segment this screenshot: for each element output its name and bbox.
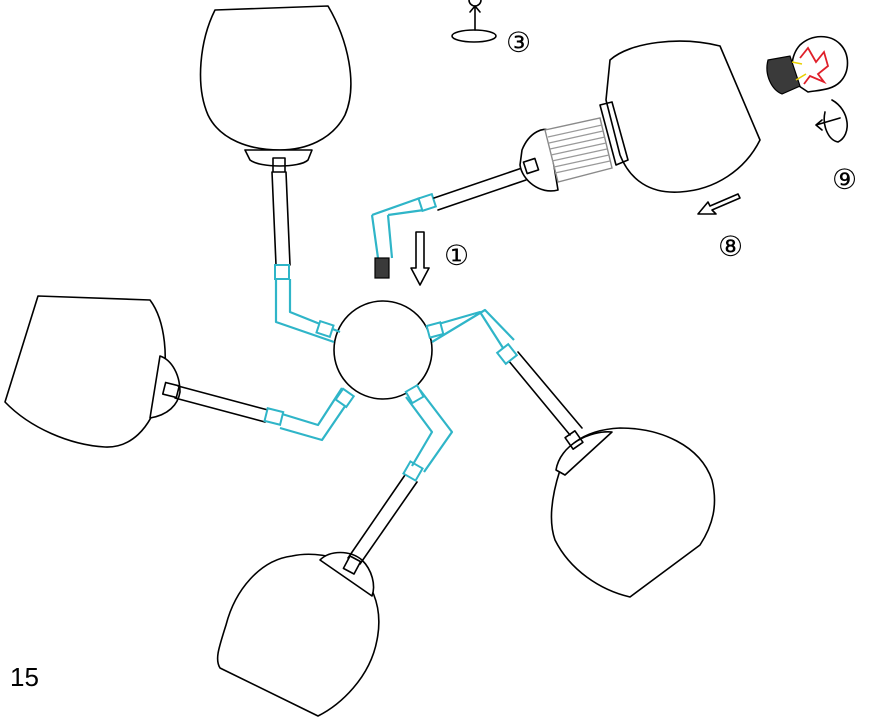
- threaded-nipple: [374, 257, 390, 279]
- glass-shade-right: [550, 427, 716, 598]
- down-arrow-step1-icon: [410, 231, 430, 286]
- bulb-filament-support: [791, 61, 807, 81]
- arm-bottom: [405, 389, 454, 473]
- arm-right: [427, 308, 515, 349]
- lamp-bottom: [216, 383, 454, 717]
- lamp-top-left: [199, 5, 352, 344]
- connector-top-left: [274, 264, 290, 280]
- socket-ribs: [547, 124, 611, 174]
- rod-top-left: [271, 171, 291, 266]
- shade-collar: [599, 101, 629, 166]
- arm-clip-bottom: [404, 383, 425, 405]
- lamp-top-right-assembly: [370, 35, 849, 279]
- step-8-label: ⑧: [718, 230, 743, 263]
- light-bulb-base: [766, 55, 801, 95]
- insert-arrow-shade-icon: [697, 193, 741, 215]
- arm-clip-top-left: [315, 319, 335, 339]
- step-9-label: ⑨: [832, 163, 857, 196]
- connector-left: [263, 407, 285, 426]
- holder-nut-top-left: [272, 157, 286, 173]
- step-1-label: ①: [444, 239, 469, 272]
- glass-shade-top-left: [199, 5, 352, 151]
- detached-arm: [370, 196, 425, 259]
- rotate-step3-icon: [451, 0, 497, 43]
- rod-left: [174, 385, 269, 423]
- page-number: 15: [10, 662, 39, 692]
- holder-nut-bottom: [342, 555, 362, 575]
- arm-left: [279, 387, 353, 442]
- arm-clip-left: [334, 387, 356, 409]
- connector-right: [495, 342, 519, 366]
- rod-bottom: [347, 474, 418, 565]
- holder-nut-left: [161, 381, 181, 399]
- rod-top-right: [433, 167, 527, 211]
- step-3-label: ③: [506, 26, 531, 59]
- detached-arm-connector: [417, 192, 438, 213]
- arm-clip-right: [425, 321, 445, 339]
- central-hub: [333, 300, 433, 400]
- glass-shade-left: [4, 295, 166, 448]
- holder-nut-top-right: [522, 157, 540, 175]
- connector-bottom: [402, 460, 424, 482]
- lamp-left: [4, 295, 356, 448]
- rod-right: [507, 351, 583, 436]
- lamp-right: [425, 308, 716, 598]
- bulb-filament: [799, 46, 830, 85]
- glass-shade-top-right: [605, 40, 761, 193]
- rotate-arrow-bulb-icon: [815, 99, 848, 143]
- lamp-holder-right: [555, 431, 613, 476]
